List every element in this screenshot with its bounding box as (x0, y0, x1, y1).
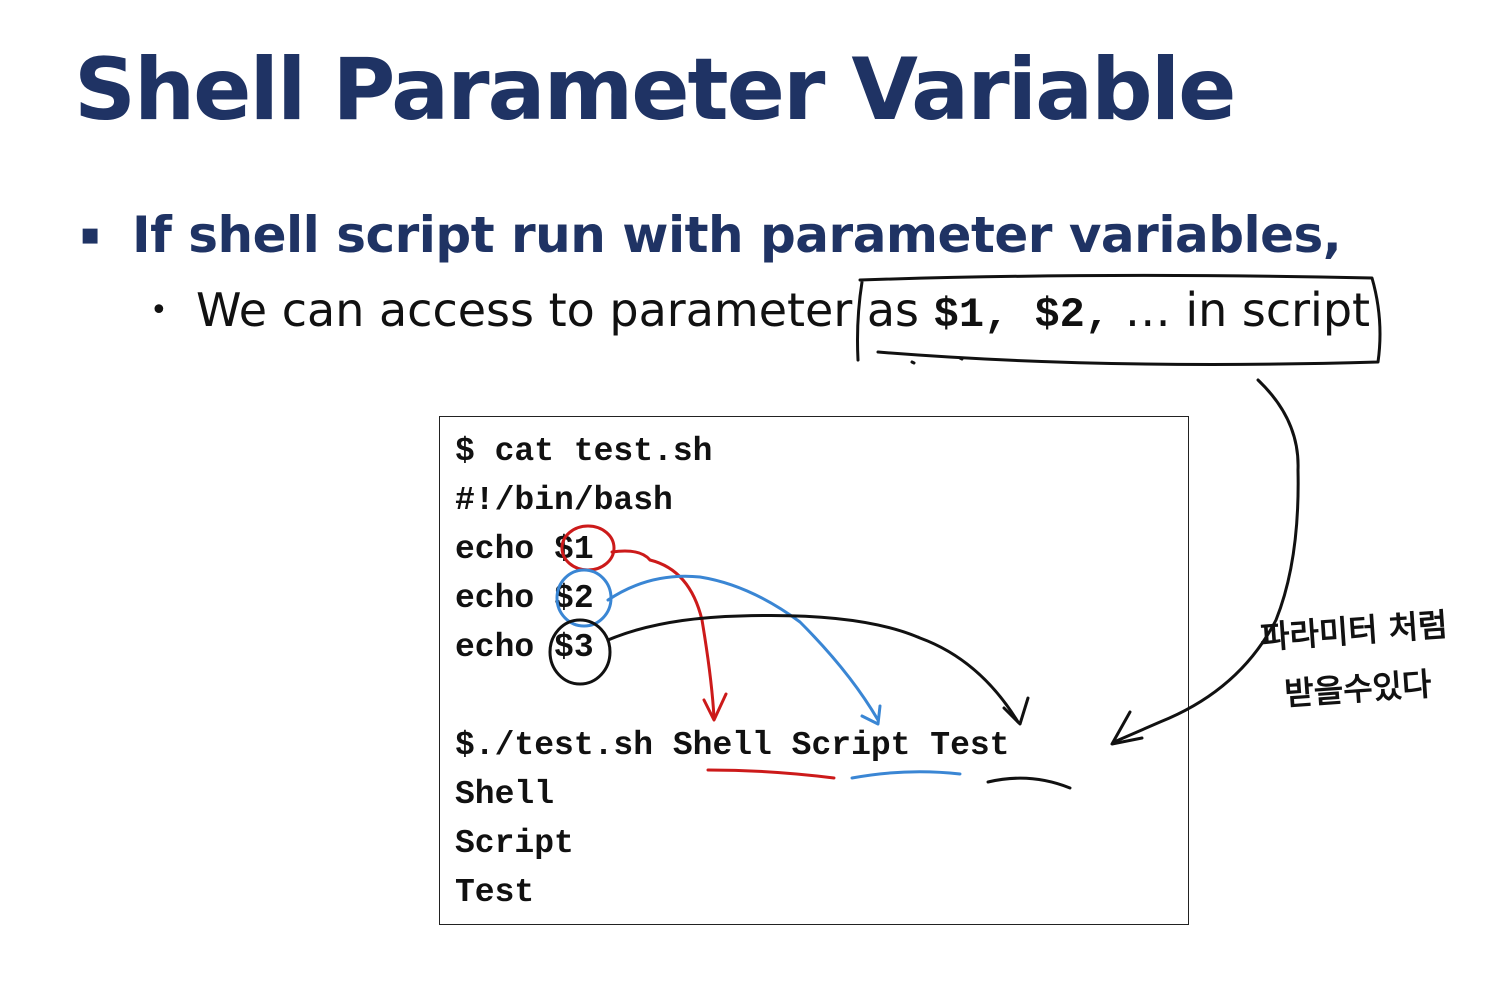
bullet-level2-text-after: … in script (1110, 283, 1371, 337)
dot-bullet-icon: • (150, 293, 168, 328)
ink-box-dots (910, 356, 964, 365)
bullet-level2-text-before: We can access to parameter as (196, 283, 934, 337)
code-line: echo $1 (455, 531, 594, 568)
code-box: $ cat test.sh #!/bin/bash echo $1 echo $… (439, 416, 1189, 925)
handwritten-note: 파라미터 처럼 받을수있다 (1258, 605, 1449, 714)
code-line: $./test.sh Shell Script Test (455, 727, 1010, 764)
code-line: $ cat test.sh (455, 433, 713, 470)
code-line: #!/bin/bash (455, 482, 673, 519)
code-line: echo $3 (455, 629, 594, 666)
code-line: Shell (455, 776, 555, 813)
bullet-level1-text: If shell script run with parameter varia… (132, 206, 1342, 264)
slide-title: Shell Parameter Variable (74, 40, 1236, 140)
bullet-level2: • We can access to parameter as $1, $2, …… (150, 283, 1370, 339)
bullet-level2-code: $1, $2, (933, 291, 1111, 339)
square-bullet-icon: ▪ (80, 217, 100, 252)
code-line: echo $2 (455, 580, 594, 617)
code-line: Test (455, 874, 535, 911)
code-line: Script (455, 825, 574, 862)
bullet-level1: ▪ If shell script run with parameter vari… (80, 206, 1342, 264)
